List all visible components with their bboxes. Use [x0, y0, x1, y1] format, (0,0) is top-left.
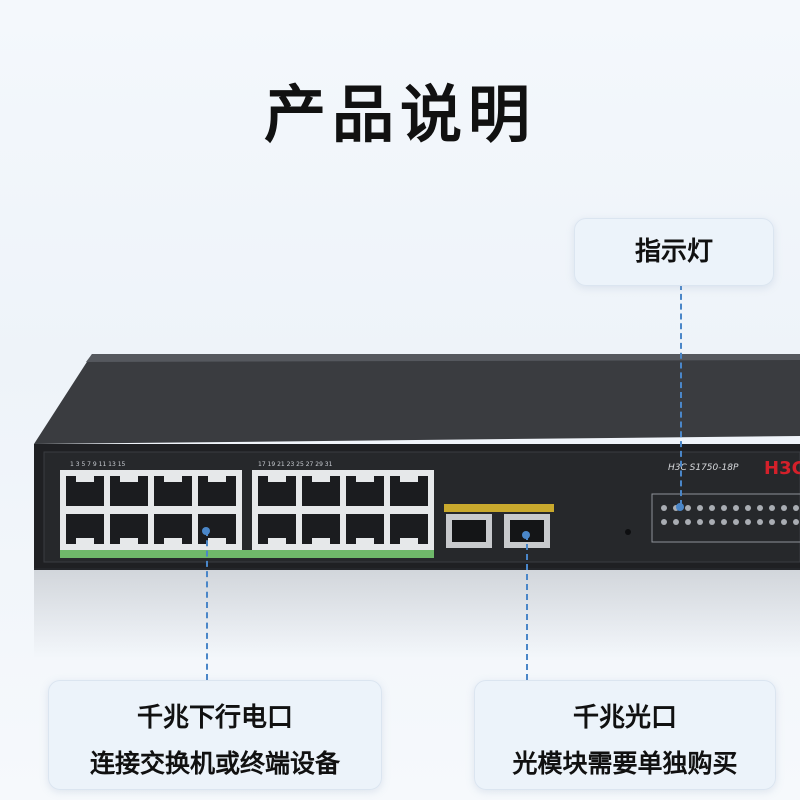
sfp-callout: 千兆光口 光模块需要单独购买 — [474, 680, 776, 790]
switch-reflection — [34, 568, 800, 658]
poe-label-strip — [60, 550, 434, 558]
brand-logo: H3C — [764, 458, 800, 479]
sfp-connector-dot — [522, 531, 530, 539]
rj45-callout-description: 连接交换机或终端设备 — [89, 749, 340, 778]
indicator-led-panel — [651, 493, 800, 543]
svg-text:17 19 21 23 25 27 29 31: 17 19 21 23 25 27 29 31 — [258, 461, 333, 468]
sfp-callout-description: 光模块需要单独购买 — [512, 749, 738, 778]
svg-text:1 3 5 7 9 11 13 15: 1 3 5 7 9 11 13 15 — [70, 461, 126, 468]
indicator-connector-line — [680, 284, 682, 506]
sfp-callout-title: 千兆光口 — [572, 703, 677, 733]
rj45-callout: 千兆下行电口 连接交换机或终端设备 — [48, 680, 382, 790]
rj45-connector-dot — [202, 527, 210, 535]
page-title: 产品说明 — [263, 77, 536, 151]
reset-button — [625, 529, 631, 535]
indicator-connector-dot — [676, 503, 684, 511]
switch-top-surface — [34, 354, 800, 444]
rj45-port-group-2 — [252, 470, 434, 550]
rj45-port-group-1 — [60, 470, 242, 550]
indicator-callout-label: 指示灯 — [634, 237, 713, 267]
indicator-callout: 指示灯 — [574, 218, 774, 286]
sfp-connector-line — [526, 534, 528, 680]
model-label: H3C S1750-18P — [668, 463, 739, 473]
rj45-connector-line — [206, 530, 208, 680]
rj45-callout-title: 千兆下行电口 — [136, 703, 293, 733]
